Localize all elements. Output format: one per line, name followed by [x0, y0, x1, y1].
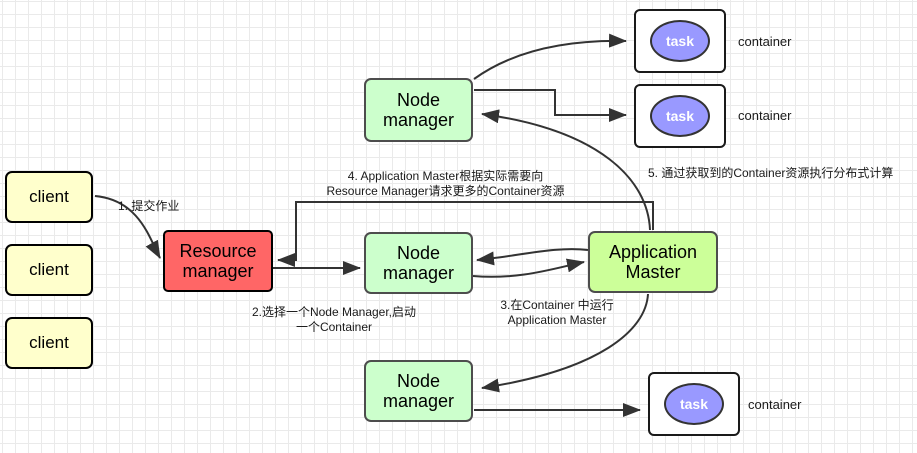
edge-top-node-manager-to-task-1	[473, 33, 627, 80]
task-ellipse-2[interactable]: task	[650, 95, 710, 137]
node-manager-bottom[interactable]: Node manager	[364, 360, 473, 422]
task-ellipse-3[interactable]: task	[664, 383, 724, 425]
edge-top-node-manager-to-task-2	[474, 89, 627, 122]
edge-label-step-1: 1. 提交作业	[118, 199, 180, 213]
edge-node-manager-to-application-master	[472, 258, 585, 278]
container-caption-2: container	[738, 108, 792, 123]
node-manager-middle[interactable]: Node manager	[364, 232, 473, 294]
application-master-node[interactable]: Application Master	[588, 231, 718, 293]
edge-label-step-5: 5. 通过获取到的Container资源执行分布式计算	[648, 166, 894, 180]
client-node-2[interactable]: client	[5, 244, 93, 296]
edge-application-master-to-node-manager	[476, 248, 589, 266]
client-node-1[interactable]: client	[5, 171, 93, 223]
resource-manager-node[interactable]: Resource manager	[163, 230, 273, 292]
node-manager-top[interactable]: Node manager	[364, 78, 473, 142]
container-caption-3: container	[748, 397, 802, 412]
edge-label-step-3: 3.在Container 中运行 Application Master	[500, 298, 614, 328]
container-caption-1: container	[738, 34, 792, 49]
client-node-3[interactable]: client	[5, 317, 93, 369]
edge-label-step-4: 4. Application Master根据实际需要向 Resource Ma…	[326, 169, 565, 199]
edge-label-step-2: 2.选择一个Node Manager,启动 一个Container	[251, 305, 417, 335]
task-ellipse-1[interactable]: task	[650, 20, 710, 62]
